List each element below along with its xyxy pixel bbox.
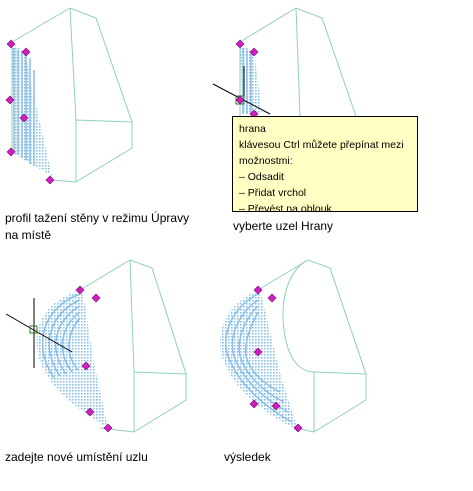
caption-step-3: zadejte nové umístění uzlu — [5, 450, 148, 464]
caption-step-1-line-1: profil tažení stěny v režimu Úpravy — [5, 211, 190, 225]
wall-wireframe-4 — [257, 259, 367, 433]
caption-step-2: vyberte uzel Hrany — [233, 219, 334, 233]
tooltip-option-convert-to-arc: – Převést na oblouk — [239, 203, 332, 215]
cursor-crosshair-3 — [5, 298, 73, 368]
caption-step-1-line-2: na místě — [5, 228, 52, 242]
panel-1-wall-profile — [5, 7, 133, 185]
caption-step-1: profil tažení stěny v režimu Úpravy na m… — [5, 210, 189, 244]
tooltip-hint-line-1: klávesou Ctrl můžete přepínat mezi — [239, 139, 404, 151]
wall-profile-1 — [12, 44, 52, 176]
wall-wireframe-3 — [79, 259, 187, 433]
panel-2-select-edge — [212, 7, 359, 123]
tooltip-option-offset: – Odsadit — [239, 171, 284, 183]
edge-tooltip: hrana klávesou Ctrl můžete přepínat mezi… — [232, 116, 418, 215]
wall-wireframe-1 — [11, 7, 133, 183]
panel-4-result — [219, 259, 367, 433]
wall-profile-3 — [36, 290, 108, 428]
caption-step-4: výsledek — [224, 450, 271, 464]
tooltip-hint-line-2: možnostmi: — [239, 155, 293, 167]
wall-profile-2 — [240, 44, 262, 114]
panel-3-new-position — [5, 259, 187, 433]
wall-profile-4 — [219, 290, 298, 430]
tooltip-option-add-vertex: – Přidat vrchol — [239, 187, 307, 199]
tooltip-title: hrana — [239, 123, 266, 135]
